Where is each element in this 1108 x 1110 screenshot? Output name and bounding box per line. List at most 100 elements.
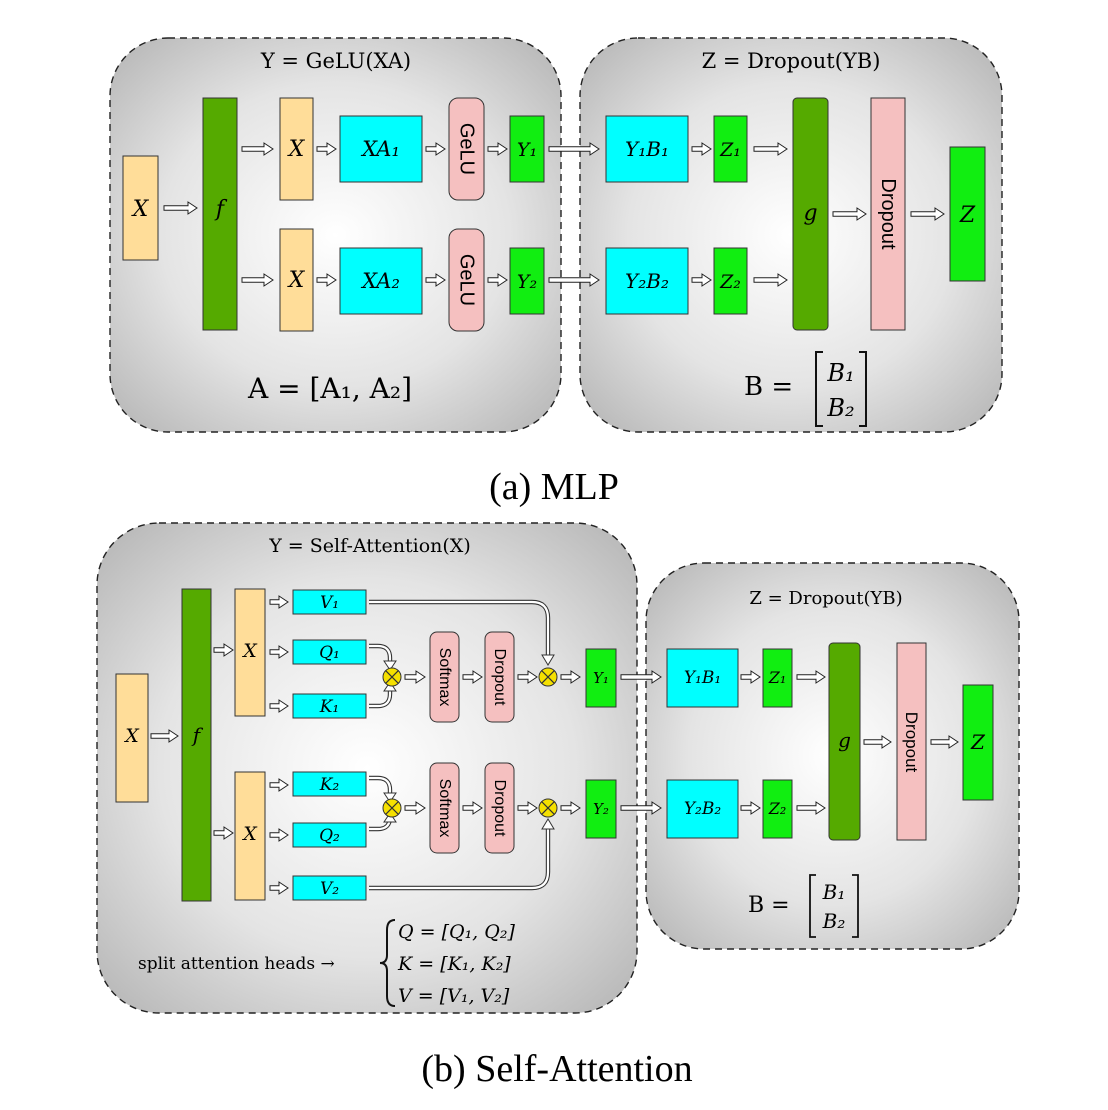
attn-f-block	[181, 588, 212, 902]
mlp-head1-yb	[605, 115, 689, 183]
attn-left-panel	[96, 522, 638, 1014]
attn-arrow-dropout1-mul	[517, 670, 538, 684]
mlp-caption: (a) MLP	[489, 466, 619, 508]
mlp-head1-xa-label: XA₁	[360, 137, 400, 161]
mlp-arrow-y1-yb1	[548, 142, 600, 156]
attn-head2-y	[585, 779, 617, 839]
attn-head1-dropout-label: Dropout	[491, 649, 508, 706]
mlp-head2-yb	[605, 247, 689, 315]
mlp-head2-yb-label: Y₂B₂	[625, 269, 669, 293]
mlp-head2-gelu	[448, 228, 485, 332]
attn-arrow-x1-q1	[269, 645, 289, 659]
mlp-arrow-z1-g	[753, 142, 788, 156]
attn-arrow-x2-k2	[269, 778, 289, 792]
mlp-left-title: Y = GeLU(XA)	[260, 49, 411, 73]
attn-head1-x-label: X	[241, 640, 258, 662]
attn-split-formula-q: Q = [Q₁, Q₂]	[398, 921, 515, 943]
attn-arrow-x-f	[150, 729, 179, 743]
mlp-arrow-f-x2	[241, 273, 274, 287]
attn-head2-mid	[292, 822, 367, 848]
attn-arrow-softmax1-dropout	[462, 670, 483, 684]
attn-right-matrix-right-bracket	[852, 874, 859, 938]
attn-dropout-block	[896, 642, 927, 841]
mlp-head1-z	[713, 115, 748, 183]
mlp-dropout-label: Dropout	[877, 178, 899, 250]
mlp-right-title: Z = Dropout(YB)	[702, 49, 881, 73]
attn-head1-yb	[666, 648, 739, 708]
mlp-head1-y-label: Y₁	[517, 139, 537, 161]
attn-split-formula-v: V = [V₁, V₂]	[398, 985, 510, 1007]
attn-caption: (b) Self-Attention	[421, 1048, 692, 1090]
mlp-arrow-x1-xa1	[316, 142, 337, 156]
attn-head1-bot	[292, 693, 367, 719]
mlp-arrow-xa2-gelu2	[425, 273, 446, 287]
mlp-head2-z	[713, 247, 748, 315]
mlp-arrow-g-dropout	[832, 207, 867, 221]
attn-head1-top	[292, 589, 367, 615]
mlp-arrow-dropout-z	[910, 207, 945, 221]
attn-arrow-yb2-z2	[740, 801, 761, 815]
attn-head2-z	[762, 779, 793, 839]
attn-split-formula-k: K = [K₁, K₂]	[397, 953, 511, 975]
attn-arrow-softmax2-dropout	[462, 801, 483, 815]
mlp-head1-z-label: Z₁	[719, 139, 741, 161]
attn-head1-mid	[292, 639, 367, 665]
attn-head2-softmax-label: Softmax	[436, 779, 453, 838]
attn-arrow-mul-y2	[560, 801, 581, 815]
mlp-f-block	[202, 97, 238, 331]
mlp-right-matrix-top: B₁	[826, 359, 854, 387]
attn-arrow-z2-g	[796, 801, 826, 815]
attn-head1-x	[234, 588, 266, 717]
mlp-arrow-yb1-z1	[691, 142, 712, 156]
attn-head1-y-label: Y₁	[593, 669, 609, 687]
attn-input-x-label: X	[123, 725, 140, 747]
mlp-head2-xa	[339, 247, 423, 315]
attn-output-z-label: Z	[970, 730, 986, 754]
attn-arrow-x2-q2	[269, 828, 289, 842]
mlp-g-label: g	[803, 201, 817, 226]
mlp-right-matrix-bottom: B₂	[826, 394, 854, 422]
mlp-output-z-label: Z	[959, 203, 976, 228]
mlp-arrow-x2-xa2	[316, 273, 337, 287]
attn-split-brace	[379, 919, 396, 1007]
attn-head2-softmax	[429, 762, 460, 854]
attn-head1-top-label: V₁	[320, 593, 339, 613]
attn-arrow-mul2-softmax	[404, 801, 426, 815]
attn-arrow-x1-k1	[269, 699, 289, 713]
attn-head2-mul-qk-icon	[382, 798, 402, 818]
attn-arrow-f-x1	[213, 643, 234, 657]
mlp-head2-gelu-label: GeLU	[456, 254, 478, 306]
attn-input-x	[115, 673, 149, 803]
attn-head2-yb	[666, 779, 739, 839]
attn-arrow-x1-v1	[269, 595, 289, 609]
attn-right-matrix-top: B₁	[822, 880, 846, 904]
attn-head1-mul-qk-icon	[382, 667, 402, 687]
attn-head1-mul-v-icon	[538, 667, 558, 687]
mlp-arrow-f-x1	[241, 142, 274, 156]
attn-dropout-label: Dropout	[902, 712, 921, 773]
mlp-arrow-z2-g	[753, 273, 788, 287]
mlp-output-z	[949, 146, 986, 282]
attn-arrow-dropout2-mul	[517, 801, 538, 815]
mlp-arrow-yb2-z2	[691, 273, 712, 287]
attn-head2-y-label: Y₂	[593, 800, 609, 818]
mlp-right-matrix-left-bracket	[815, 351, 823, 427]
mlp-right-matrix-right-bracket	[859, 351, 867, 427]
attn-g-label: g	[838, 728, 851, 752]
attn-arrow-z1-g	[796, 670, 826, 684]
mlp-dropout-block	[870, 97, 906, 331]
attn-head1-mid-label: Q₁	[319, 643, 340, 663]
attn-head1-z-label: Z₁	[768, 668, 787, 687]
mlp-head2-x	[279, 228, 314, 332]
mlp-right-formula-lhs: B =	[744, 372, 793, 402]
attn-head2-dropout-label: Dropout	[491, 780, 508, 837]
attn-head1-softmax-label: Softmax	[436, 648, 453, 707]
mlp-arrow-xa1-gelu1	[425, 142, 446, 156]
attn-arrow-dropout-z	[930, 735, 959, 749]
mlp-arrow-x-f	[163, 201, 198, 215]
mlp-head1-xa	[339, 115, 423, 183]
attn-arrow-y1-yb1	[620, 670, 662, 684]
attn-arrow-yb1-z1	[740, 670, 761, 684]
attn-right-formula-lhs: B =	[748, 893, 790, 918]
